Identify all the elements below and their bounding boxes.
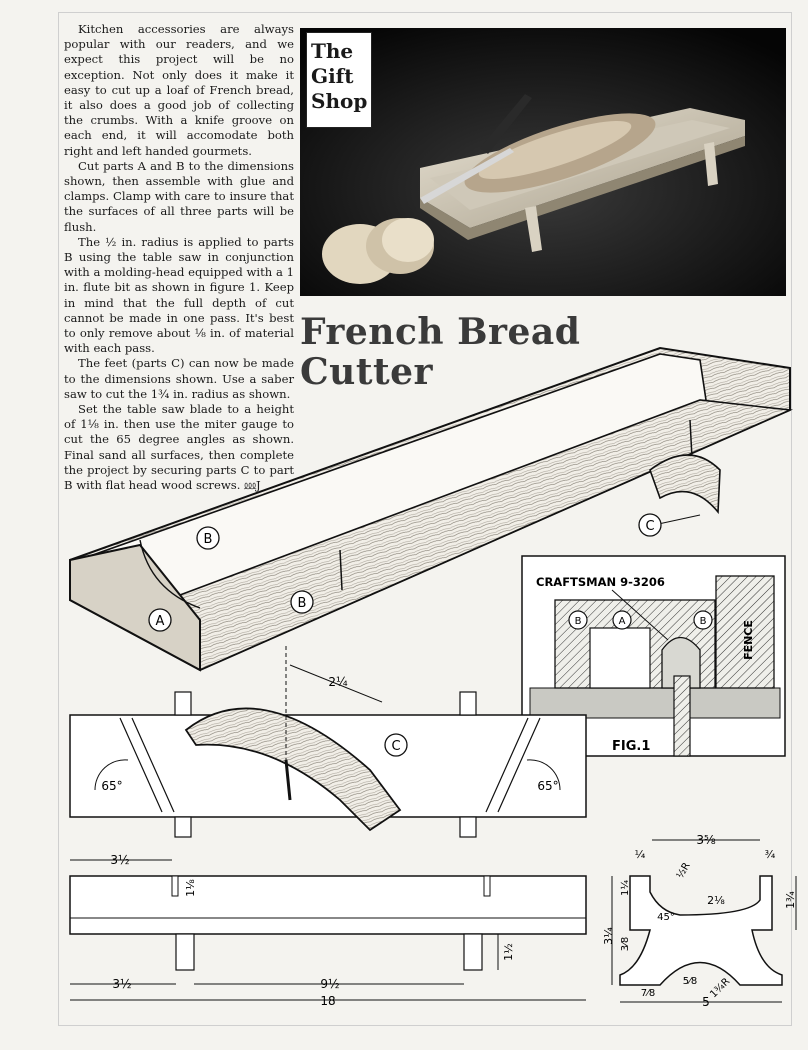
dim-end-bottom: 5 — [702, 995, 710, 1009]
gift-shop-badge: The Gift Shop — [306, 32, 372, 128]
paragraph-4: The feet (parts C) can now be made to th… — [64, 356, 294, 401]
title-line2: Cutter — [300, 351, 433, 393]
dim-end-foot-radius: 1¾R — [708, 976, 732, 1000]
dim-end-width: 3⅝ — [696, 833, 716, 847]
dim-side-left-bottom: 3½ — [112, 977, 131, 991]
paragraph-2: Cut parts A and B to the dimensions show… — [64, 158, 294, 234]
dim-side-left-top: 3½ — [110, 853, 129, 867]
label-c-text: C — [645, 519, 654, 534]
label-b-text-2: B — [298, 596, 307, 611]
gift-shop-line1: The — [311, 39, 354, 63]
label-b-text-1: B — [204, 532, 213, 547]
paragraph-5: Set the table saw blade to a height of 1… — [64, 402, 294, 493]
dim-angle-left: 65° — [101, 779, 122, 793]
page-border — [58, 12, 792, 1026]
dim-end-left-lower: 3⁄8 — [620, 937, 631, 951]
side-view — [69, 859, 587, 1001]
dim-end-right-side: 1¾ — [784, 891, 797, 909]
fig1-label-b-left: B — [575, 616, 582, 627]
dim-end-left-upper: 1¼ — [619, 880, 631, 896]
end-view — [611, 839, 797, 1003]
dim-side-depth: 1⅛ — [184, 879, 197, 897]
fig1-craftsman-label: CRAFTSMAN 9-3206 — [536, 575, 665, 589]
paragraph-3: The ½ in. radius is applied to parts B u… — [64, 234, 294, 356]
dim-end-foot-left: 7⁄8 — [641, 988, 655, 999]
top-view — [69, 646, 587, 838]
dim-end-radius: ½R — [674, 860, 693, 880]
tray-label-b1: B — [196, 526, 220, 550]
dim-end-foot-mid: 5⁄8 — [683, 976, 697, 987]
dim-end-inner: 2⅛ — [707, 894, 725, 907]
dim-end-angle: 45° — [657, 912, 675, 923]
label-a-text: A — [156, 614, 165, 629]
product-photo — [300, 28, 786, 296]
top-view-label-c: C — [391, 739, 400, 754]
dim-end-right: ¾ — [765, 848, 776, 861]
dim-foot-top: 2¼ — [328, 675, 348, 689]
article-body: Kitchen accessories are always popular w… — [64, 22, 294, 493]
tray-label-a: A — [148, 608, 172, 632]
dim-side-mid: 9½ — [320, 977, 339, 991]
dim-side-total: 18 — [320, 994, 335, 1008]
fig1-caption: FIG.1 — [612, 739, 650, 754]
fig1-label-a: A — [619, 616, 626, 627]
tray-label-b2: B — [290, 590, 314, 614]
title-line1: French Bread — [300, 311, 581, 353]
dim-angle-right: 65° — [537, 779, 558, 793]
tray-label-c: C — [638, 513, 701, 537]
fig1-fence-label: FENCE — [742, 620, 755, 660]
fig1-label-b-right: B — [700, 616, 707, 627]
figure-1 — [521, 555, 786, 757]
dim-side-foot: 1½ — [502, 943, 515, 961]
paragraph-1: Kitchen accessories are always popular w… — [64, 22, 294, 158]
gift-shop-line2: Gift — [311, 64, 354, 88]
dim-end-left: ¼ — [635, 848, 646, 861]
dim-end-height: 3¼ — [602, 927, 615, 945]
gift-shop-line3: Shop — [311, 89, 368, 113]
article-title: French Bread Cutter — [300, 312, 580, 392]
